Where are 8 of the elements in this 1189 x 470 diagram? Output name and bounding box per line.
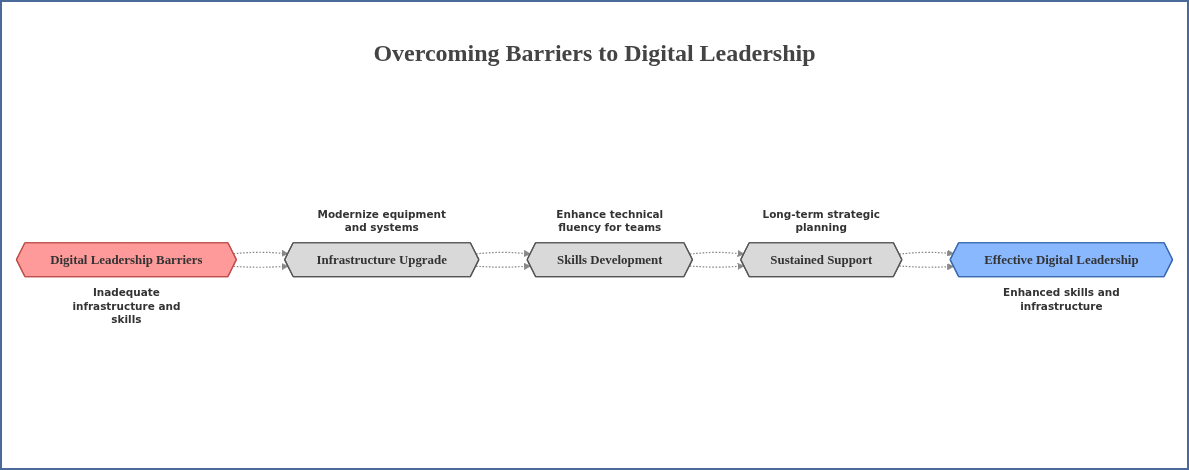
node-caption: Enhance technical fluency for teams xyxy=(556,207,664,234)
node-caption: Long-term strategic planning xyxy=(762,207,881,234)
node-caption: Modernize equipment and systems xyxy=(317,207,446,234)
arrow xyxy=(232,263,289,271)
node-caption: Enhanced skills and infrastructure xyxy=(1003,285,1120,312)
node-caption: Inadequate infrastructure and skills xyxy=(72,285,181,326)
diagram-title: Overcoming Barriers to Digital Leadership xyxy=(373,40,816,67)
arrow xyxy=(689,249,745,258)
